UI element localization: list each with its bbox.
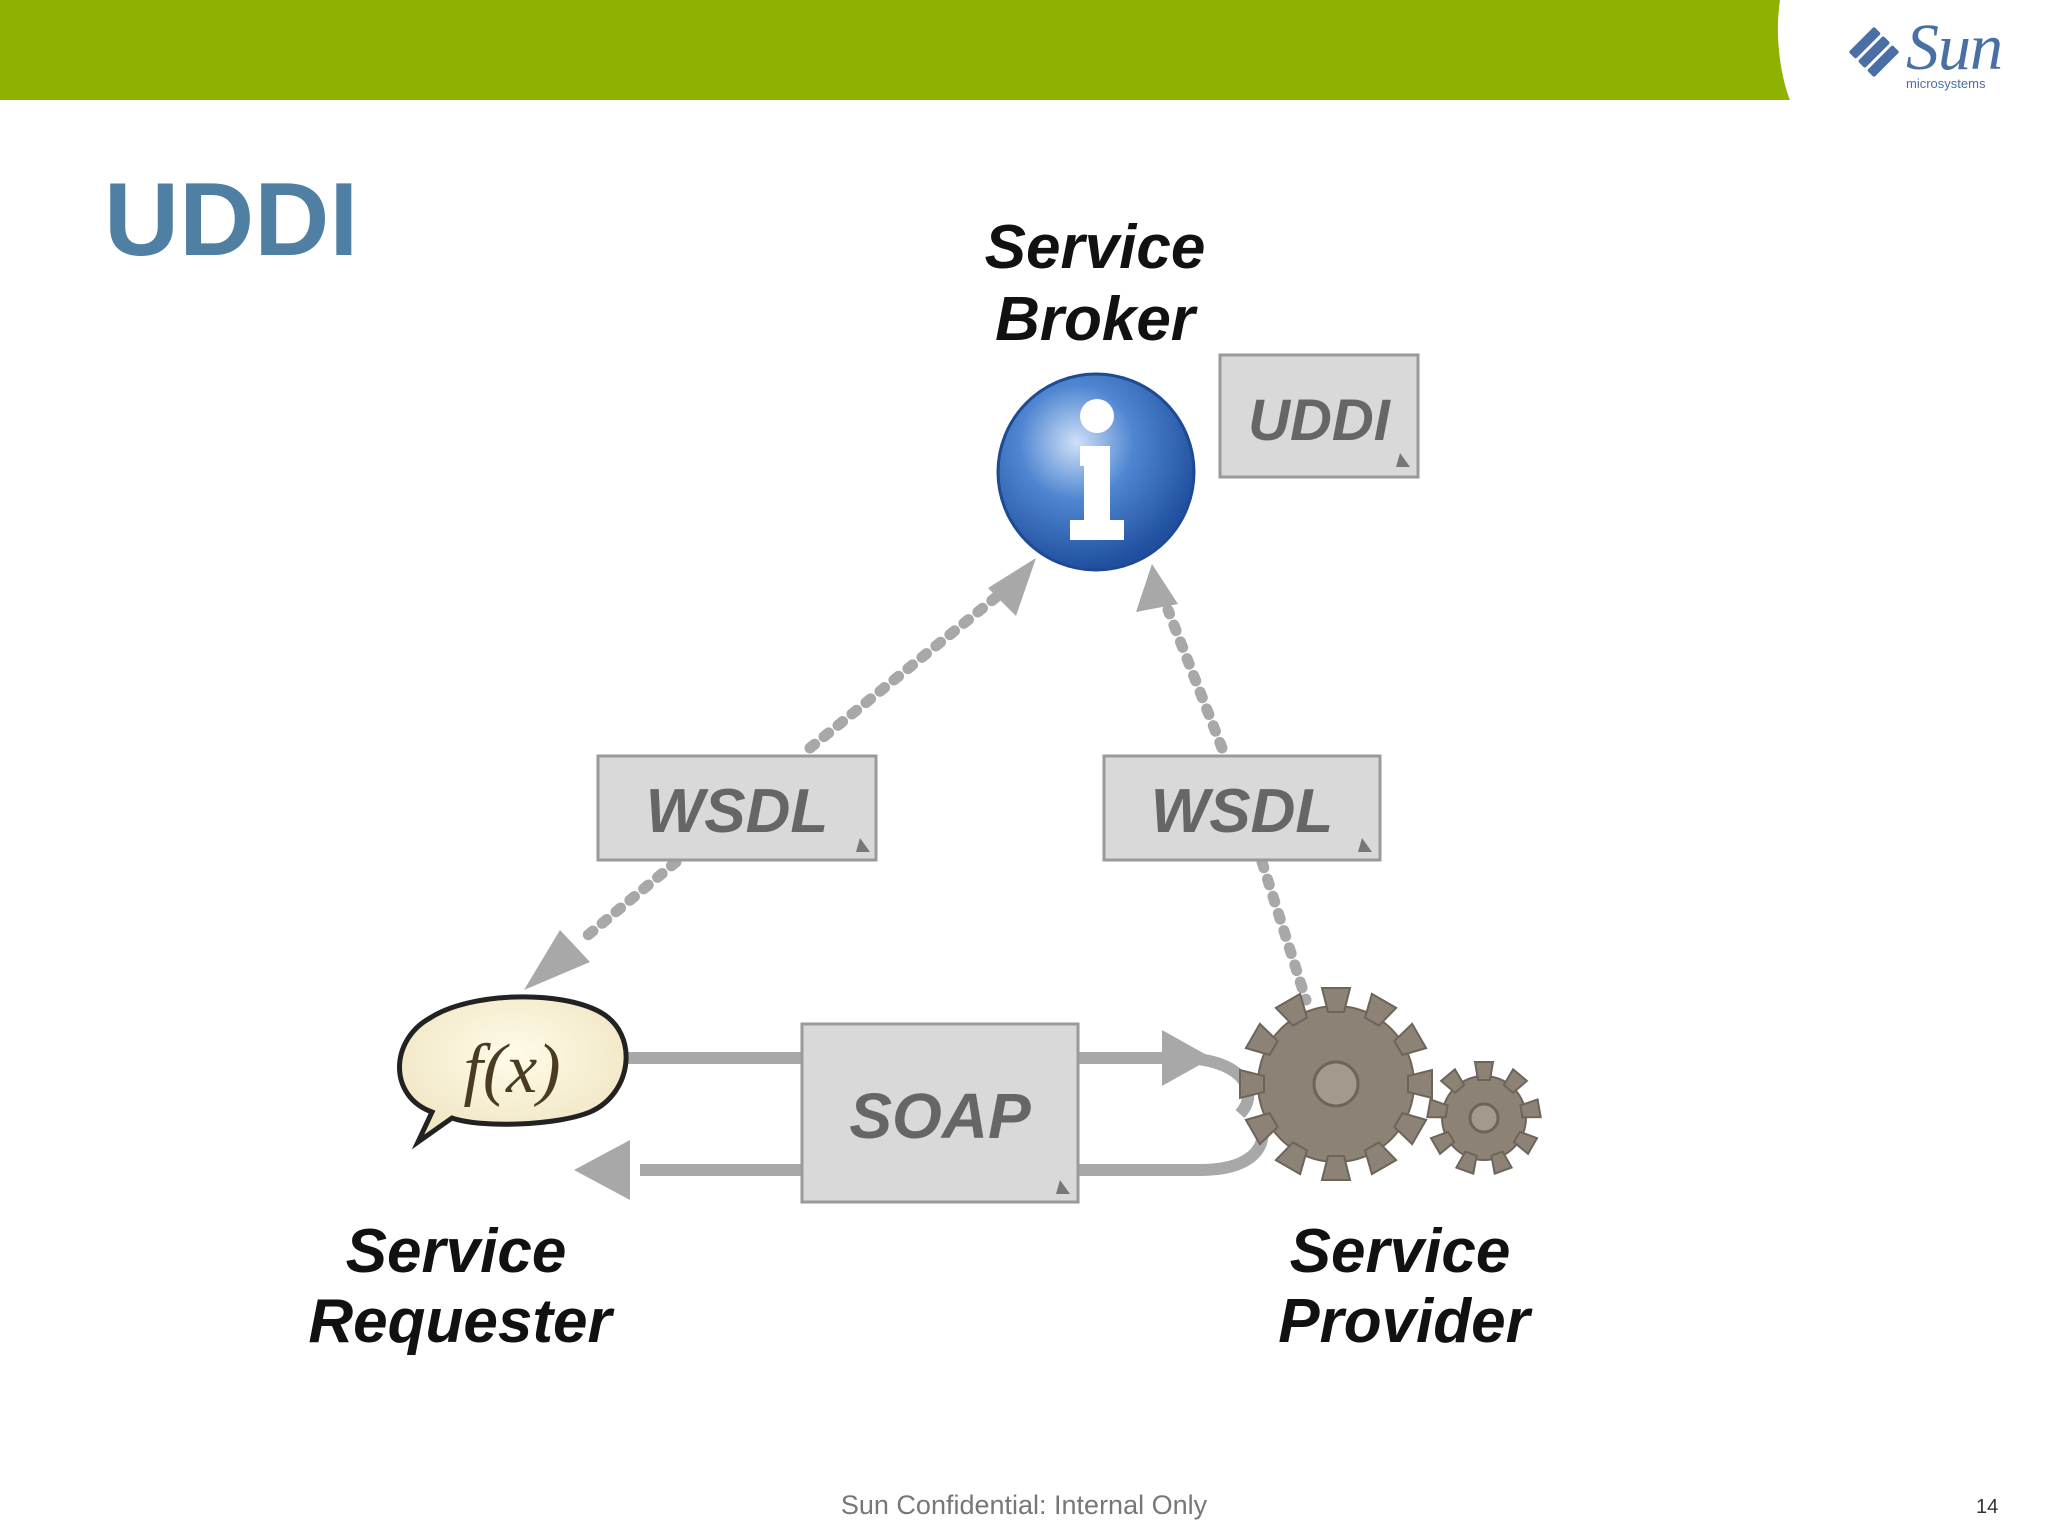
header-bar	[0, 0, 1790, 100]
sun-logo-icon	[1849, 27, 1899, 77]
soap-arrowhead-to-requester	[574, 1140, 630, 1200]
logo-text: Sun	[1906, 11, 2003, 84]
broker-label-line2: Broker	[995, 285, 1198, 354]
provider-label-line2: Provider	[1278, 1287, 1532, 1356]
broker-label-line1: Service	[985, 213, 1206, 282]
arrowhead-to-broker-right	[1136, 564, 1178, 612]
soap-arrowhead-to-provider	[1162, 1030, 1212, 1086]
logo-subtext: microsystems	[1906, 76, 1986, 91]
soap-box-label: SOAP	[849, 1080, 1031, 1152]
arrowhead-to-requester	[524, 930, 590, 990]
uddi-box: UDDI	[1218, 353, 1420, 479]
requester-label-line2: Requester	[308, 1287, 614, 1356]
page-number: 14	[1976, 1496, 1999, 1518]
connector-wsdl-right-provider	[1256, 856, 1312, 1006]
slide-title: UDDI	[104, 162, 359, 278]
confidential-footer: Sun Confidential: Internal Only	[840, 1490, 1208, 1520]
sun-logo	[1840, 12, 2020, 102]
uddi-box-label: UDDI	[1248, 388, 1392, 453]
connector-broker-wsdl-left	[804, 584, 1011, 754]
wsdl-right-box: WSDL	[1102, 754, 1382, 862]
gears-icon	[1239, 987, 1542, 1181]
requester-label-line1: Service	[346, 1217, 567, 1286]
wsdl-left-box: WSDL	[596, 754, 878, 862]
connector-wsdl-left-requester	[576, 856, 682, 946]
provider-label-line1: Service	[1290, 1217, 1511, 1286]
wsdl-right-label: WSDL	[1151, 777, 1334, 846]
function-label: f(x)	[463, 1031, 560, 1108]
function-bubble-icon: f(x)	[397, 994, 629, 1150]
soap-box: SOAP	[800, 1022, 1080, 1204]
wsdl-left-label: WSDL	[646, 777, 829, 846]
arrowhead-to-broker-left	[988, 558, 1036, 616]
info-icon	[996, 372, 1196, 572]
connector-broker-wsdl-right	[1162, 604, 1228, 754]
